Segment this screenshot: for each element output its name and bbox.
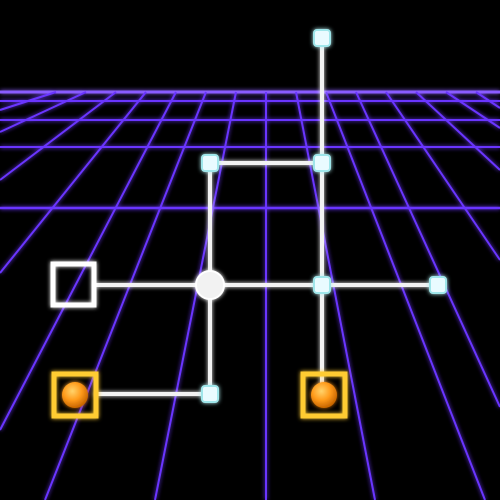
grid-perspective-line <box>0 91 87 133</box>
goal-orb <box>62 382 88 408</box>
grid-perspective-line <box>295 91 376 500</box>
grid-perspective-line <box>325 91 486 500</box>
path-node[interactable] <box>201 385 219 403</box>
intersection-circle-shape <box>195 270 225 300</box>
grid-perspective-line <box>44 91 207 500</box>
path-node[interactable] <box>313 29 331 47</box>
grid-perspective-line <box>0 91 177 431</box>
intersection-circle[interactable] <box>195 270 225 300</box>
path-node[interactable] <box>313 276 331 294</box>
start-square <box>50 261 97 308</box>
path-node[interactable] <box>429 276 447 294</box>
path-node[interactable] <box>313 154 331 172</box>
grid-perspective-line <box>0 91 57 111</box>
puzzle-paths <box>94 36 440 396</box>
goal-frame <box>51 371 99 419</box>
grid-perspective-line <box>445 91 500 129</box>
goal-marker-right[interactable] <box>300 371 348 419</box>
grid-perspective-line <box>154 91 237 500</box>
neon-floor-grid <box>0 90 500 500</box>
grid-perspective-line <box>415 91 500 171</box>
start-marker[interactable] <box>50 261 97 308</box>
goal-marker-left[interactable] <box>51 371 99 419</box>
grid-perspective-line <box>385 91 500 261</box>
goal-frame <box>300 371 348 419</box>
path-nodes <box>201 29 447 403</box>
grid-perspective-line <box>0 91 117 181</box>
goal-orb <box>311 382 337 408</box>
grid-perspective-line <box>475 91 500 109</box>
grid-perspective-line <box>355 91 500 408</box>
path-node[interactable] <box>201 154 219 172</box>
grid-perspective-line <box>0 91 147 274</box>
